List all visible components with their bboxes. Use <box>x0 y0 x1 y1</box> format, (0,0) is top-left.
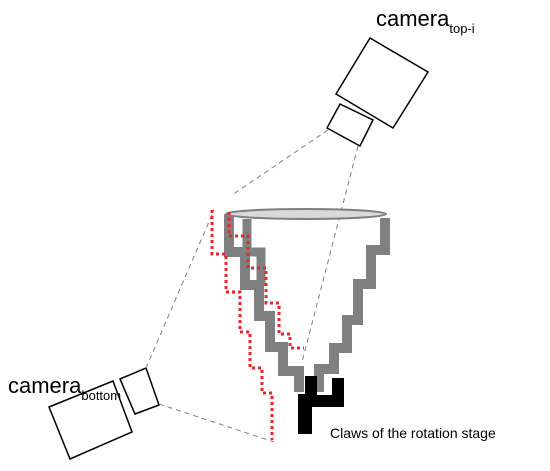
camera-top-lens <box>325 103 375 148</box>
camera-top <box>325 36 430 148</box>
bottom-view-line-lower <box>158 403 275 443</box>
camera-bottom <box>48 366 160 460</box>
red-dotted-outline-inner <box>227 212 304 350</box>
top-view-line-left <box>231 129 329 196</box>
camera-top-label: cameratop-i <box>376 6 475 36</box>
camera-bottom-body <box>48 380 133 460</box>
camera-bottom-label-main: camera <box>8 373 82 398</box>
view-lines <box>145 129 359 443</box>
cup-left-wall <box>224 214 304 392</box>
red-dotted-outline <box>210 210 274 440</box>
claws <box>298 376 344 434</box>
top-view-line-right <box>301 145 359 363</box>
cup-rim <box>225 208 387 220</box>
bottom-view-line-upper <box>145 209 215 369</box>
camera-bottom-lens <box>119 366 160 415</box>
camera-top-label-main: camera <box>376 6 450 31</box>
claws-shape <box>298 376 344 434</box>
camera-bottom-label: camerabottom <box>8 373 121 403</box>
camera-bottom-label-subscript: bottom <box>81 388 121 403</box>
cup-right-wall <box>314 218 390 392</box>
claws-label: Claws of the rotation stage <box>330 425 496 441</box>
camera-top-body <box>334 36 430 130</box>
camera-top-label-subscript: top-i <box>449 21 474 36</box>
